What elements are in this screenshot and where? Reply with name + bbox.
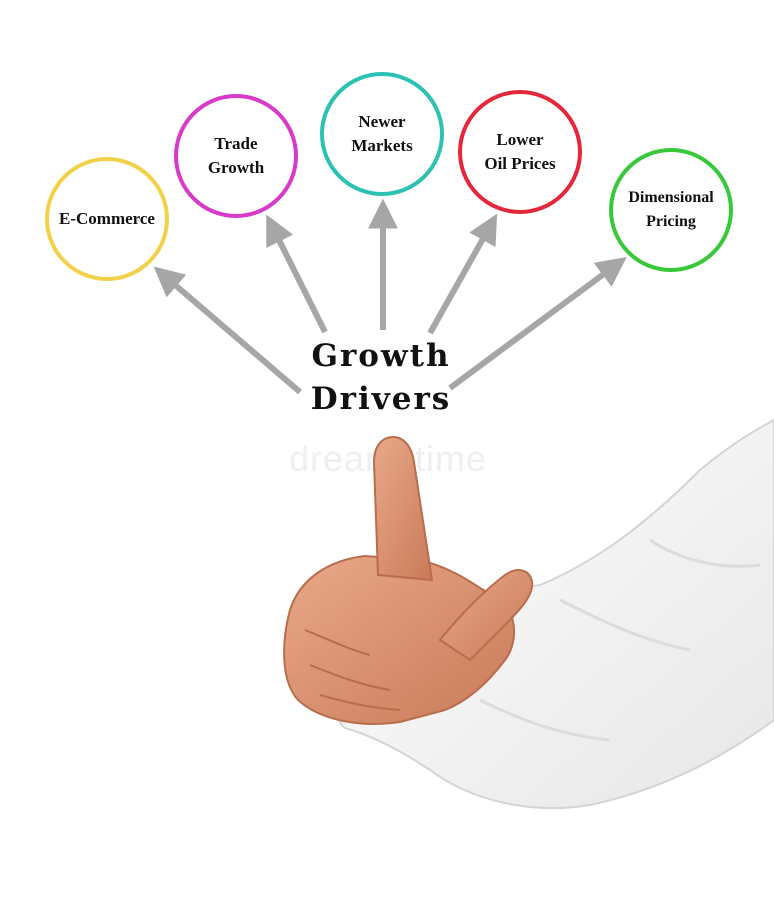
node-label: Newer Markets (351, 112, 413, 155)
hand-fist (283, 554, 516, 725)
node-newer-markets: Newer Markets (320, 72, 444, 196)
center-title-line-2: Drivers (310, 381, 452, 417)
arrow-to-dimensional-pricing (448, 256, 627, 391)
node-trade-growth: Trade Growth (174, 94, 298, 218)
arrow-to-lower-oil-prices (427, 213, 498, 335)
node-label: E-Commerce (59, 209, 155, 228)
center-title: Growth Drivers (276, 335, 486, 421)
arrow-to-trade-growth (266, 214, 328, 334)
node-lower-oil-prices: Lower Oil Prices (458, 90, 582, 214)
node-label: Lower Oil Prices (484, 130, 556, 173)
thumb (438, 569, 534, 662)
center-title-line-1: Growth (311, 338, 451, 374)
node-dimensional-pricing: Dimensional Pricing (609, 148, 733, 272)
node-label: Dimensional Pricing (628, 189, 714, 230)
index-finger (372, 435, 434, 582)
arrow-to-e-commerce (153, 266, 302, 395)
node-label: Trade Growth (207, 134, 265, 177)
node-e-commerce: E-Commerce (45, 157, 169, 281)
